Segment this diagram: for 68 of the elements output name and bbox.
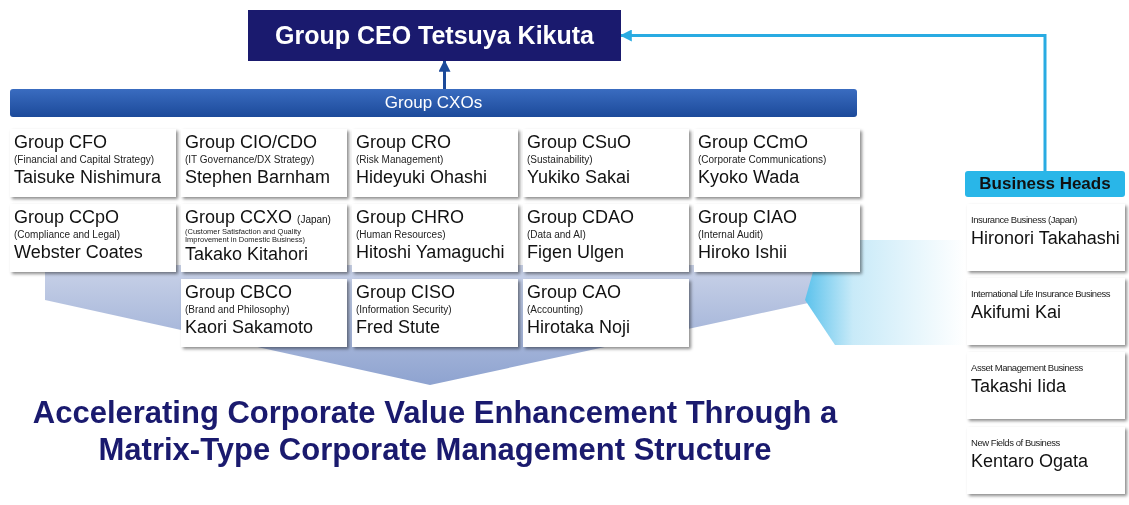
role-title: Group CISO bbox=[356, 282, 457, 303]
role-description: (Internal Audit) bbox=[698, 228, 765, 241]
role-description: (Financial and Capital Strategy) bbox=[14, 153, 156, 166]
role-title: Group CCmO bbox=[698, 132, 810, 153]
person-name: Yukiko Sakai bbox=[527, 167, 632, 188]
role-title: Group CRO bbox=[356, 132, 453, 153]
business-name: Asset Management Business bbox=[971, 363, 1084, 374]
role-title: Group CHRO bbox=[356, 207, 466, 228]
role-description: (Corporate Communications) bbox=[698, 153, 828, 166]
role-title: Group CIO/CDO bbox=[185, 132, 319, 153]
group-header-bar: Group CXOs bbox=[10, 89, 857, 117]
role-title: Group CCXO (Japan) bbox=[185, 207, 332, 228]
officer-card bbox=[694, 129, 860, 197]
officer-card bbox=[523, 129, 689, 197]
person-name: Akifumi Kai bbox=[971, 301, 1063, 323]
role-title: Group CSuO bbox=[527, 132, 633, 153]
person-name: Hirotaka Noji bbox=[527, 317, 632, 338]
role-description: (Compliance and Legal) bbox=[14, 228, 122, 241]
officer-card bbox=[10, 129, 176, 197]
ceo-box: Group CEO Tetsuya Kikuta bbox=[248, 10, 621, 61]
role-description: (Data and AI) bbox=[527, 228, 587, 241]
person-name: Takashi Iida bbox=[971, 375, 1068, 397]
role-title: Group CBCO bbox=[185, 282, 294, 303]
business-head-card bbox=[967, 352, 1125, 419]
person-name: Hitoshi Yamaguchi bbox=[356, 242, 506, 263]
business-head-card bbox=[967, 427, 1125, 494]
person-name: Hironori Takahashi bbox=[971, 227, 1121, 249]
business-head-card bbox=[967, 278, 1125, 345]
person-name: Kentaro Ogata bbox=[971, 450, 1090, 472]
role-description: (Brand and Philosophy) bbox=[185, 303, 291, 316]
person-name: Kyoko Wada bbox=[698, 167, 801, 188]
role-description: (Information Security) bbox=[356, 303, 453, 316]
officer-card bbox=[523, 279, 689, 347]
role-title: Group CIAO bbox=[698, 207, 799, 228]
slogan-heading: Accelerating Corporate Value Enhancement Through a Matrix-Type Corporate Management Structure bbox=[31, 394, 839, 468]
person-name: Hiroko Ishii bbox=[698, 242, 789, 263]
role-title: Group CDAO bbox=[527, 207, 636, 228]
officer-card bbox=[352, 129, 518, 197]
person-name: Hideyuki Ohashi bbox=[356, 167, 489, 188]
person-name: Figen Ulgen bbox=[527, 242, 626, 263]
role-description: (Sustainability) bbox=[527, 153, 594, 166]
role-description: (Risk Management) bbox=[356, 153, 445, 166]
business-name: New Fields of Business bbox=[971, 438, 1061, 449]
role-title: Group CCpO bbox=[14, 207, 121, 228]
person-name: Webster Coates bbox=[14, 242, 144, 263]
officer-card bbox=[694, 204, 860, 272]
officer-card bbox=[181, 279, 347, 347]
person-name: Taisuke Nishimura bbox=[14, 167, 163, 188]
group-header-bar: Business Heads bbox=[965, 171, 1125, 197]
officer-card bbox=[352, 279, 518, 347]
person-name: Kaori Sakamoto bbox=[185, 317, 315, 338]
role-title: Group CFO bbox=[14, 132, 109, 153]
officer-card bbox=[181, 129, 347, 197]
person-name: Stephen Barnham bbox=[185, 167, 332, 188]
business-name: International Life Insurance Business bbox=[971, 289, 1112, 300]
role-title: Group CAO bbox=[527, 282, 623, 303]
person-name: Takako Kitahori bbox=[185, 244, 310, 266]
business-name: Insurance Business (Japan) bbox=[971, 215, 1079, 226]
role-description: (Human Resources) bbox=[356, 228, 447, 241]
business-head-card bbox=[967, 204, 1125, 271]
officer-card bbox=[523, 204, 689, 272]
role-description: (Accounting) bbox=[527, 303, 585, 316]
officer-card bbox=[10, 204, 176, 272]
role-description: (IT Governance/DX Strategy) bbox=[185, 153, 316, 166]
arrow bbox=[438, 59, 451, 89]
officer-card bbox=[181, 204, 347, 272]
person-name: Fred Stute bbox=[356, 317, 442, 338]
officer-card bbox=[352, 204, 518, 272]
